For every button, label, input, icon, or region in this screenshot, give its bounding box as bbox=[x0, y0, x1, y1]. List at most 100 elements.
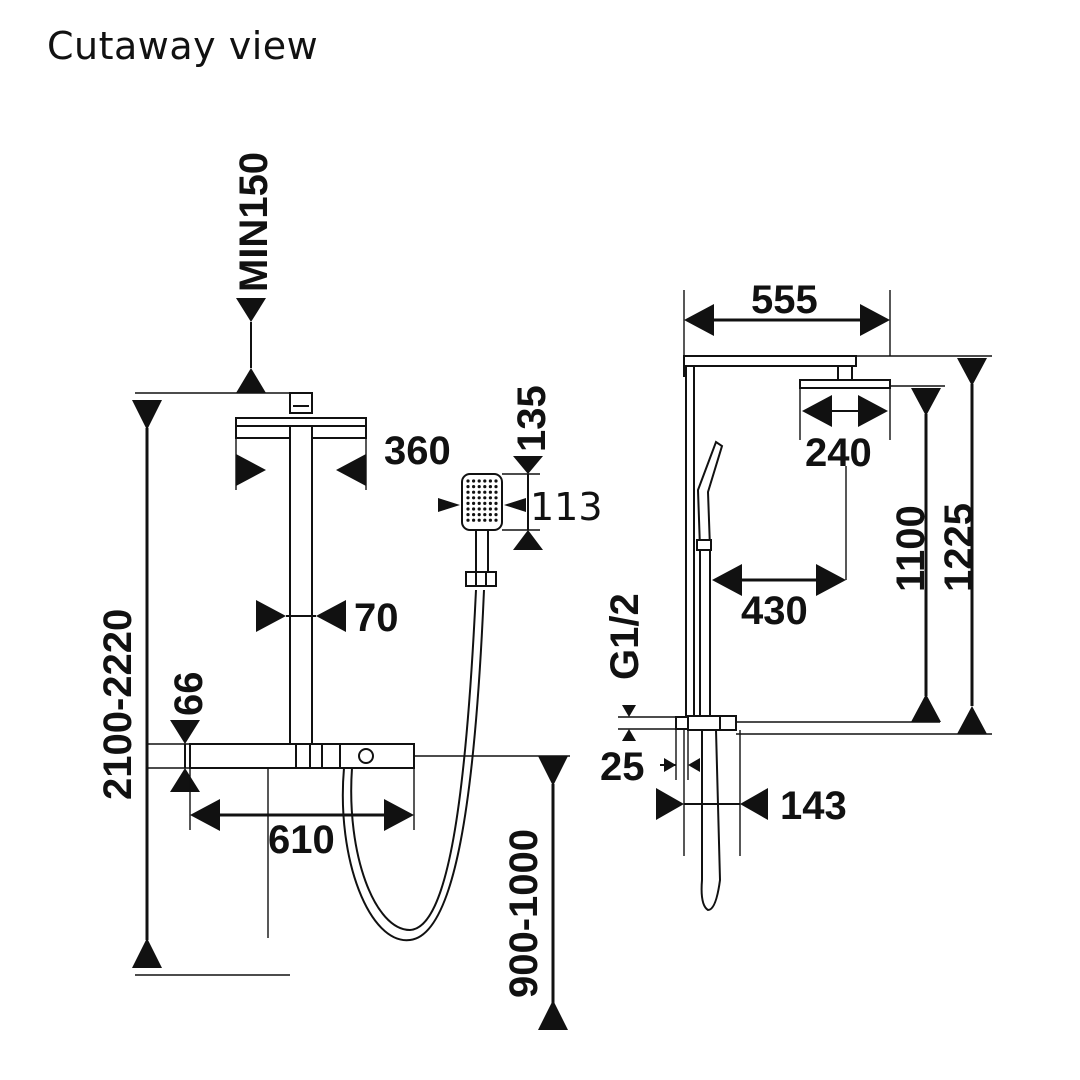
nozzle-dot bbox=[472, 518, 476, 522]
hand-shower-holder bbox=[465, 571, 497, 587]
nozzle-dot bbox=[494, 501, 498, 505]
nozzle-dot bbox=[488, 496, 492, 500]
nozzle-dot bbox=[488, 513, 492, 517]
head-240-label: 240 bbox=[805, 431, 872, 475]
min150-label: MIN150 bbox=[232, 152, 276, 292]
hand-shower bbox=[461, 473, 503, 573]
thread-label: G1/2 bbox=[603, 593, 647, 680]
nozzle-dot bbox=[477, 518, 481, 522]
height-2100-2220-dimension: 2100-2220 bbox=[96, 400, 162, 968]
nozzle-dot bbox=[488, 485, 492, 489]
pipe-70-dimension: 70 bbox=[256, 596, 399, 640]
side-shower-head bbox=[799, 379, 891, 389]
nozzle-dot bbox=[483, 485, 487, 489]
nozzle-dot bbox=[466, 518, 470, 522]
nozzle-dot bbox=[483, 490, 487, 494]
offset-430-dimension: 430 bbox=[709, 466, 847, 633]
nozzle-grid bbox=[466, 479, 498, 522]
nozzle-dot bbox=[488, 501, 492, 505]
nozzle-dot bbox=[494, 518, 498, 522]
bar-66-label: 66 bbox=[167, 672, 211, 717]
hand-135-dimension: 135 bbox=[510, 385, 554, 550]
nozzle-dot bbox=[477, 479, 481, 483]
nozzle-dot bbox=[472, 513, 476, 517]
mixer-body bbox=[687, 715, 737, 731]
height-1100-dimension: 1100 bbox=[889, 388, 941, 722]
nozzle-dot bbox=[477, 485, 481, 489]
height-900-1000-label: 900-1000 bbox=[502, 829, 546, 998]
nozzle-dot bbox=[483, 496, 487, 500]
arm-555-label: 555 bbox=[751, 278, 818, 322]
height-900-1000-dimension: 900-1000 bbox=[502, 756, 568, 1030]
side-hand-shower bbox=[696, 440, 724, 549]
nozzle-dot bbox=[472, 479, 476, 483]
nozzle-dot bbox=[488, 518, 492, 522]
riser-pipe bbox=[289, 425, 313, 745]
head-240-dimension: 240 bbox=[799, 388, 891, 475]
thermostat-bar bbox=[189, 743, 415, 769]
connector-25-dimension: 25 bbox=[600, 705, 700, 789]
nozzle-dot bbox=[472, 490, 476, 494]
wall-connector bbox=[675, 716, 689, 730]
head-connector bbox=[837, 365, 853, 381]
nozzle-dot bbox=[466, 507, 470, 511]
nozzle-dot bbox=[483, 479, 487, 483]
nozzle-dot bbox=[477, 507, 481, 511]
nozzle-dot bbox=[483, 518, 487, 522]
head-360-dimension: 360 bbox=[236, 429, 451, 486]
height-2100-2220-label: 2100-2220 bbox=[96, 609, 140, 800]
nozzle-dot bbox=[466, 490, 470, 494]
side-hose bbox=[700, 729, 722, 912]
hose-inner bbox=[350, 589, 477, 932]
nozzle-dot bbox=[466, 485, 470, 489]
nozzle-dot bbox=[477, 490, 481, 494]
nozzle-dot bbox=[494, 479, 498, 483]
nozzle-dot bbox=[472, 485, 476, 489]
page-title: Cutaway view bbox=[47, 24, 319, 68]
bar-610-label: 610 bbox=[268, 818, 335, 862]
nozzle-dot bbox=[494, 513, 498, 517]
bar-66-dimension: 66 bbox=[167, 672, 211, 792]
nozzle-dot bbox=[494, 485, 498, 489]
nozzle-dot bbox=[488, 507, 492, 511]
nozzle-dot bbox=[472, 507, 476, 511]
nozzle-dot bbox=[483, 501, 487, 505]
nozzle-dot bbox=[483, 507, 487, 511]
min150-dimension: MIN150 bbox=[232, 152, 276, 393]
hand-113-label: 113 bbox=[530, 485, 603, 529]
pipe-70-label: 70 bbox=[354, 596, 399, 640]
side-riser bbox=[685, 365, 695, 717]
control-knob bbox=[358, 748, 374, 764]
nozzle-dot bbox=[494, 507, 498, 511]
nozzle-dot bbox=[477, 513, 481, 517]
height-1100-label: 1100 bbox=[889, 505, 933, 592]
nozzle-dot bbox=[494, 490, 498, 494]
nozzle-dot bbox=[466, 479, 470, 483]
nozzle-dot bbox=[477, 496, 481, 500]
side-view: 555 240 430 bbox=[600, 278, 992, 912]
hand-135-label: 135 bbox=[510, 385, 554, 452]
height-1225-dimension: 1225 bbox=[937, 358, 987, 734]
nozzle-dot bbox=[494, 496, 498, 500]
bar-610-dimension: 610 bbox=[189, 768, 415, 862]
hand-113-dimension: 113 bbox=[438, 485, 603, 529]
head-mount bbox=[289, 392, 313, 414]
nozzle-dot bbox=[472, 501, 476, 505]
nozzle-dot bbox=[488, 490, 492, 494]
shower-arm bbox=[683, 355, 857, 367]
nozzle-dot bbox=[466, 513, 470, 517]
nozzle-dot bbox=[477, 501, 481, 505]
connector-25-label: 25 bbox=[600, 745, 645, 789]
nozzle-dot bbox=[466, 501, 470, 505]
front-view: MIN150 360 70 bbox=[96, 152, 603, 1030]
height-1225-label: 1225 bbox=[937, 503, 981, 592]
arm-555-dimension: 555 bbox=[683, 278, 891, 356]
offset-430-label: 430 bbox=[741, 589, 808, 633]
nozzle-dot bbox=[483, 513, 487, 517]
hose bbox=[341, 589, 485, 942]
depth-143-label: 143 bbox=[780, 784, 847, 828]
nozzle-dot bbox=[472, 496, 476, 500]
depth-143-dimension: 143 bbox=[656, 784, 847, 828]
nozzle-dot bbox=[488, 479, 492, 483]
